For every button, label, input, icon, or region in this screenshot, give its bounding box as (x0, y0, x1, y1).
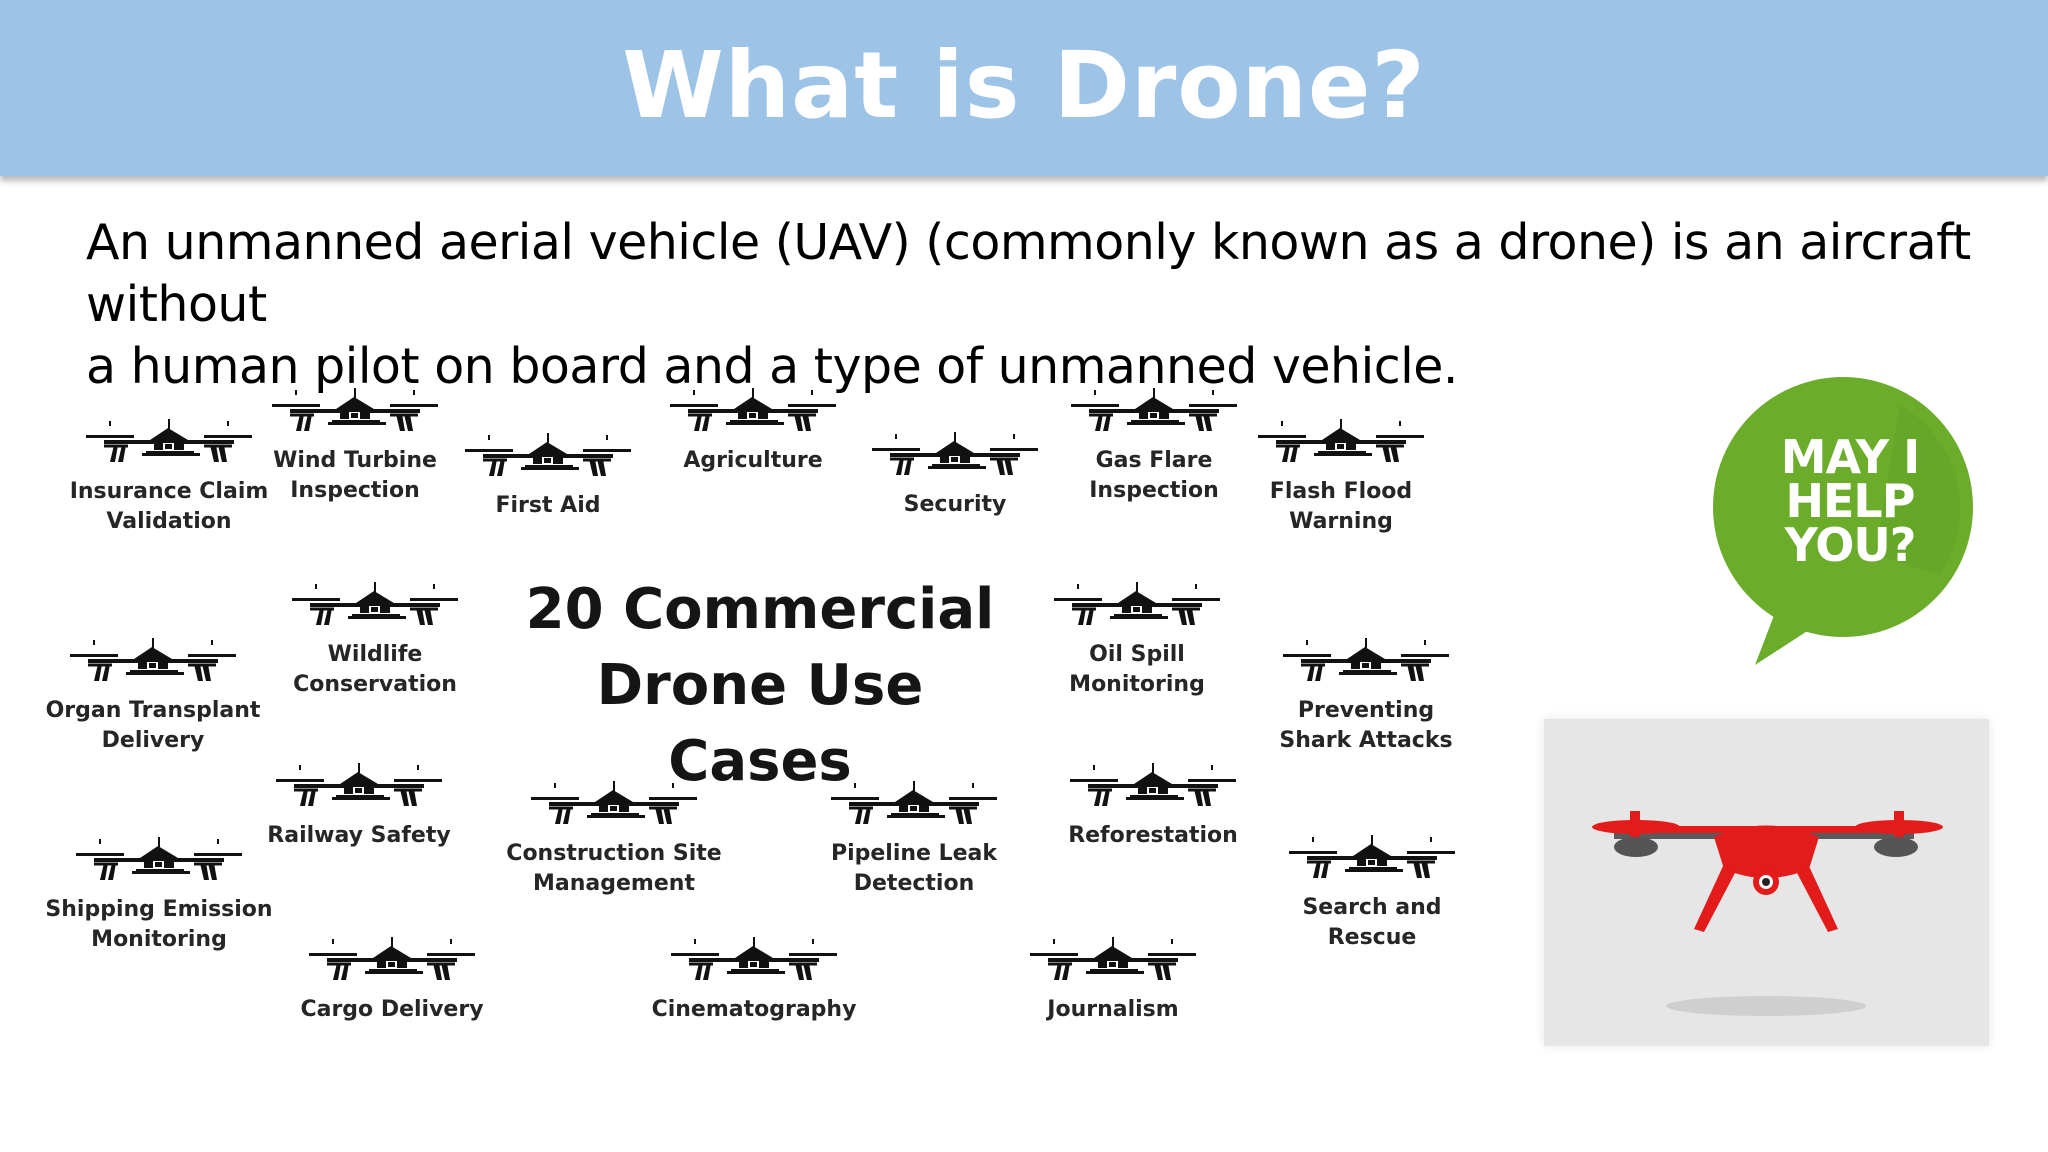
use-case-item: Preventing Shark Attacks (1251, 638, 1481, 756)
speech-bubble-icon (1713, 377, 1973, 665)
use-case-label: Oil Spill Monitoring (1069, 642, 1205, 697)
drone-icon (671, 937, 837, 980)
slide-title: What is Drone? (622, 32, 1426, 139)
right-motor-base (1874, 837, 1918, 857)
drone-icon (276, 763, 442, 806)
use-case-item: Shipping Emission Monitoring (44, 837, 274, 955)
use-case-label: Preventing Shark Attacks (1279, 698, 1453, 753)
speech-bubble-tail (1755, 605, 1832, 665)
use-case-item: Construction Site Management (499, 781, 729, 899)
help-bubble-text: MAY I HELP YOU? (1780, 430, 1920, 572)
use-case-item: Railway Safety (244, 763, 474, 851)
use-case-label: Railway Safety (267, 823, 451, 848)
use-case-item: Cargo Delivery (277, 937, 507, 1025)
drone-body (1714, 825, 1819, 878)
use-case-label: Wind Turbine Inspection (273, 448, 437, 503)
drone-icon (670, 388, 836, 431)
use-case-label: Gas Flare Inspection (1089, 448, 1219, 503)
use-case-item: Journalism (998, 937, 1228, 1025)
left-motor-base (1614, 837, 1658, 857)
use-case-item: Cinematography (639, 937, 869, 1025)
use-case-label: Security (903, 492, 1007, 517)
drone-icon (531, 781, 697, 824)
drone-icon (872, 432, 1038, 475)
use-case-label: Reforestation (1068, 823, 1238, 848)
use-case-item: Oil Spill Monitoring (1022, 582, 1252, 700)
camera-lens (1762, 878, 1770, 886)
drone-icon (86, 419, 252, 462)
use-case-label: Pipeline Leak Detection (830, 841, 998, 896)
use-case-item: Flash Flood Warning (1226, 419, 1456, 537)
drone-icon (831, 781, 997, 824)
use-case-label: Insurance Claim Validation (69, 479, 269, 534)
use-case-label: Construction Site Management (506, 841, 722, 896)
drone-icon (1289, 835, 1455, 878)
intro-paragraph: An unmanned aerial vehicle (UAV) (common… (86, 212, 1986, 398)
drone-icon (1054, 582, 1220, 625)
drone-icon (309, 937, 475, 980)
drone-icon (272, 388, 438, 431)
use-case-item: Wind Turbine Inspection (240, 388, 470, 506)
right-leg (1796, 864, 1838, 932)
use-case-item: Search and Rescue (1257, 835, 1487, 953)
left-motor (1630, 811, 1640, 837)
drone-icon (292, 582, 458, 625)
use-case-item: Agriculture (638, 388, 868, 476)
use-case-label: Cinematography (651, 997, 857, 1022)
infographic-title: 20 Commercial Drone Use Cases (520, 572, 1000, 800)
intro-line-2: a human pilot on board and a type of unm… (86, 338, 1459, 395)
use-case-label: Journalism (1047, 997, 1179, 1022)
drone-icon (1283, 638, 1449, 681)
infographic-title-line-1: 20 Commercial (525, 577, 995, 642)
use-case-label: First Aid (495, 493, 601, 518)
drone-icon (1030, 937, 1196, 980)
intro-line-1: An unmanned aerial vehicle (UAV) (common… (86, 214, 1971, 333)
drone-icon (1258, 419, 1424, 462)
use-case-label: Shipping Emission Monitoring (45, 897, 273, 952)
speech-bubble-circle (1713, 377, 1973, 637)
drone-icon (70, 638, 236, 681)
infographic-title-line-2: Drone Use Cases (596, 653, 924, 794)
use-case-item: Insurance Claim Validation (54, 419, 284, 537)
drone-icon (1071, 388, 1237, 431)
use-case-label: Agriculture (683, 448, 823, 473)
right-motor (1894, 811, 1904, 837)
drone-shadow (1666, 996, 1866, 1016)
use-case-item: Reforestation (1038, 763, 1268, 851)
red-drone-illustration (1592, 811, 1943, 1016)
title-bar: What is Drone? (0, 0, 2048, 176)
use-case-item: Gas Flare Inspection (1039, 388, 1269, 506)
drone-icon (76, 837, 242, 880)
use-case-item: Pipeline Leak Detection (799, 781, 1029, 899)
drone-icon (1070, 763, 1236, 806)
use-case-label: Organ Transplant Delivery (45, 698, 261, 753)
use-case-item: Wildlife Conservation (260, 582, 490, 700)
red-drone-image (1544, 719, 1989, 1046)
speech-bubble-shade (1875, 405, 1960, 575)
use-case-item: Organ Transplant Delivery (38, 638, 268, 756)
left-leg (1694, 864, 1736, 932)
use-case-item: First Aid (433, 433, 663, 521)
drone-icon (465, 433, 631, 476)
use-case-label: Cargo Delivery (300, 997, 484, 1022)
use-case-label: Search and Rescue (1302, 895, 1442, 950)
use-case-label: Flash Flood Warning (1269, 479, 1413, 534)
use-case-label: Wildlife Conservation (293, 642, 457, 697)
use-case-item: Security (840, 432, 1070, 520)
